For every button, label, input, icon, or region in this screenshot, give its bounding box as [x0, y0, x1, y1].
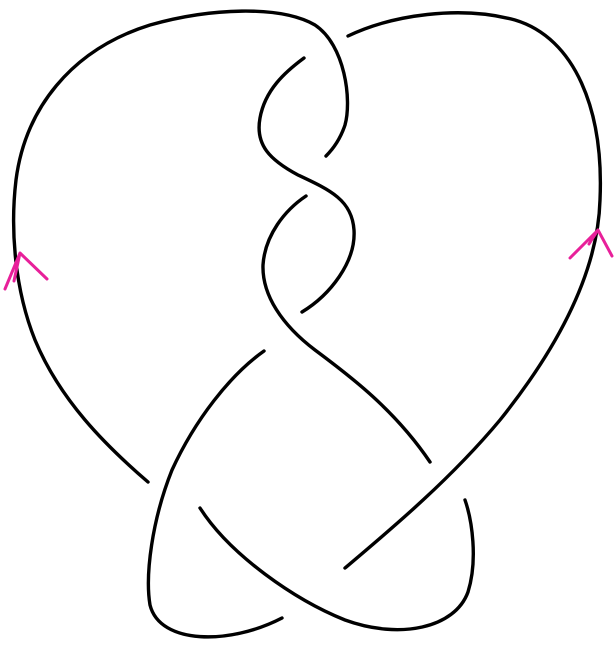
knot-arc-bottom-loop [200, 500, 473, 630]
left-orientation-arrow-icon [5, 253, 47, 289]
knot-arc-lower-left-loop [148, 351, 282, 637]
knot-strands [14, 11, 601, 637]
knot-arc-upper-inner [259, 58, 354, 312]
knot-arc-outer-right [345, 13, 600, 568]
knot-arc-middle-diagonal [263, 196, 430, 462]
knot-arc-outer-left [14, 11, 348, 482]
orientation-arrows [5, 230, 612, 289]
